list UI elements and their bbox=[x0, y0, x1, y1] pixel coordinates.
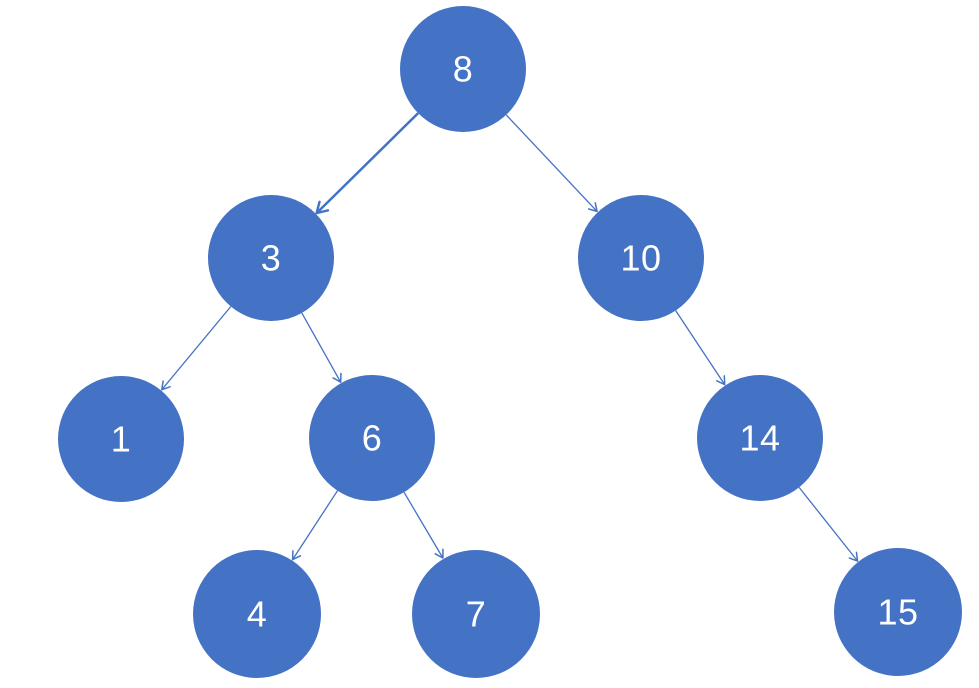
tree-node-15: 15 bbox=[834, 548, 962, 676]
tree-node-circle-1 bbox=[58, 376, 184, 502]
tree-node-label-4: 4 bbox=[247, 594, 268, 635]
tree-node-4: 4 bbox=[193, 550, 321, 678]
edge-14-15-right-child bbox=[798, 486, 859, 562]
edge-3-6-right-child bbox=[301, 312, 342, 383]
tree-node-circle-8 bbox=[400, 6, 526, 132]
tree-node-circle-10 bbox=[578, 195, 704, 321]
tree-node-label-14: 14 bbox=[739, 418, 780, 459]
tree-node-3: 3 bbox=[208, 195, 334, 321]
tree-node-circle-15 bbox=[834, 548, 962, 676]
tree-node-label-15: 15 bbox=[877, 592, 918, 633]
tree-node-8: 8 bbox=[400, 6, 526, 132]
tree-node-circle-7 bbox=[412, 550, 540, 678]
edge-6-7-right-child bbox=[403, 491, 444, 559]
tree-node-label-8: 8 bbox=[453, 49, 474, 90]
tree-node-7: 7 bbox=[412, 550, 540, 678]
tree-node-label-1: 1 bbox=[111, 419, 132, 460]
tree-node-1: 1 bbox=[58, 376, 184, 502]
tree-node-label-10: 10 bbox=[620, 238, 661, 279]
edge-8-10-right-child bbox=[505, 114, 598, 213]
tree-node-14: 14 bbox=[697, 375, 823, 501]
edge-3-1-left-child bbox=[161, 306, 232, 391]
edge-6-4-left-child bbox=[291, 490, 339, 561]
edge-8-3-left-child bbox=[315, 112, 419, 215]
tree-node-circle-14 bbox=[697, 375, 823, 501]
tree-edges bbox=[161, 112, 859, 562]
tree-node-6: 6 bbox=[309, 375, 435, 501]
tree-node-label-6: 6 bbox=[362, 418, 383, 459]
tree-node-10: 10 bbox=[578, 195, 704, 321]
tree-node-label-7: 7 bbox=[466, 594, 487, 635]
tree-node-circle-6 bbox=[309, 375, 435, 501]
tree-node-circle-3 bbox=[208, 195, 334, 321]
tree-node-circle-4 bbox=[193, 550, 321, 678]
tree-node-label-3: 3 bbox=[261, 238, 282, 279]
edge-10-14-right-child bbox=[675, 310, 726, 386]
tree-nodes: 8 3 10 1 6 14 4 7 15 bbox=[58, 6, 962, 678]
